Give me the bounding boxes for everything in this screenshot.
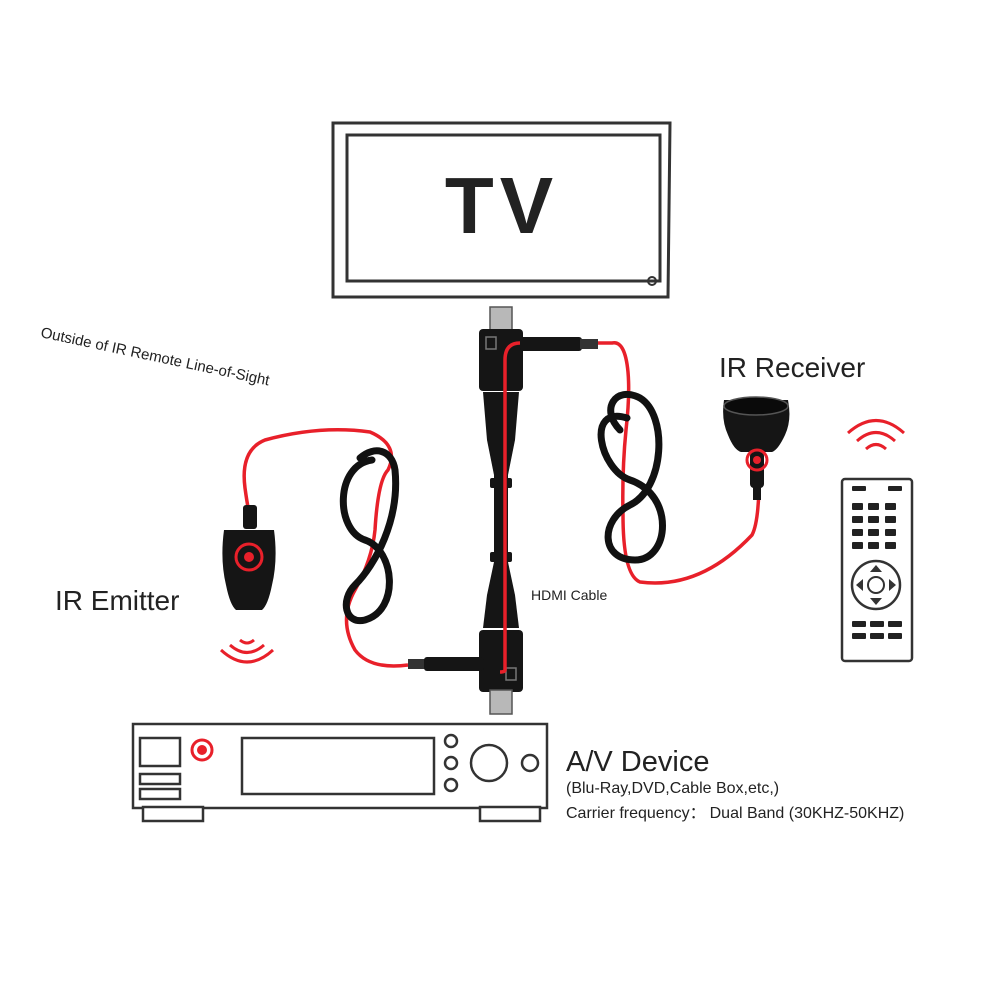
- signal-waves-icon: [219, 638, 275, 664]
- ir-emitter-icon: [222, 505, 276, 610]
- ir-receiver-jack: [520, 337, 598, 351]
- carrier-frequency-key: Carrier frequency：: [566, 805, 706, 822]
- ir-receiver-icon: [723, 396, 790, 500]
- remote-signal-waves-icon: [847, 419, 905, 451]
- hdmi-cable-label: HDMI Cable: [531, 587, 607, 603]
- ir-receiver-label: IR Receiver: [719, 352, 865, 383]
- ir-receiver-wire-top: [499, 341, 521, 674]
- carrier-frequency-label: Carrier frequency：Dual Band (30KHZ-50KHZ…: [566, 805, 904, 822]
- line-of-sight-note: Outside of IR Remote Line-of-Sight: [39, 324, 272, 389]
- remote-control-icon: [840, 419, 914, 663]
- ir-emitter-jack: [408, 657, 484, 671]
- ir-receiver-wire: [597, 341, 761, 585]
- hdmi-connector-icon: [479, 306, 523, 715]
- av-device-icon: [131, 722, 549, 823]
- ir-emitter-label: IR Emitter: [55, 585, 179, 616]
- ir-receiver-cable-coil: [597, 390, 666, 564]
- ir-emitter-cable-coil: [339, 447, 400, 625]
- av-device-label: A/V Device: [566, 746, 709, 778]
- tv-icon: [331, 121, 672, 299]
- tv-label: TV: [445, 161, 559, 250]
- ir-emitter-wire: [242, 428, 409, 668]
- carrier-frequency-value: Dual Band (30KHZ-50KHZ): [710, 805, 905, 822]
- av-device-subtitle: (Blu-Ray,DVD,Cable Box,etc,): [566, 780, 779, 797]
